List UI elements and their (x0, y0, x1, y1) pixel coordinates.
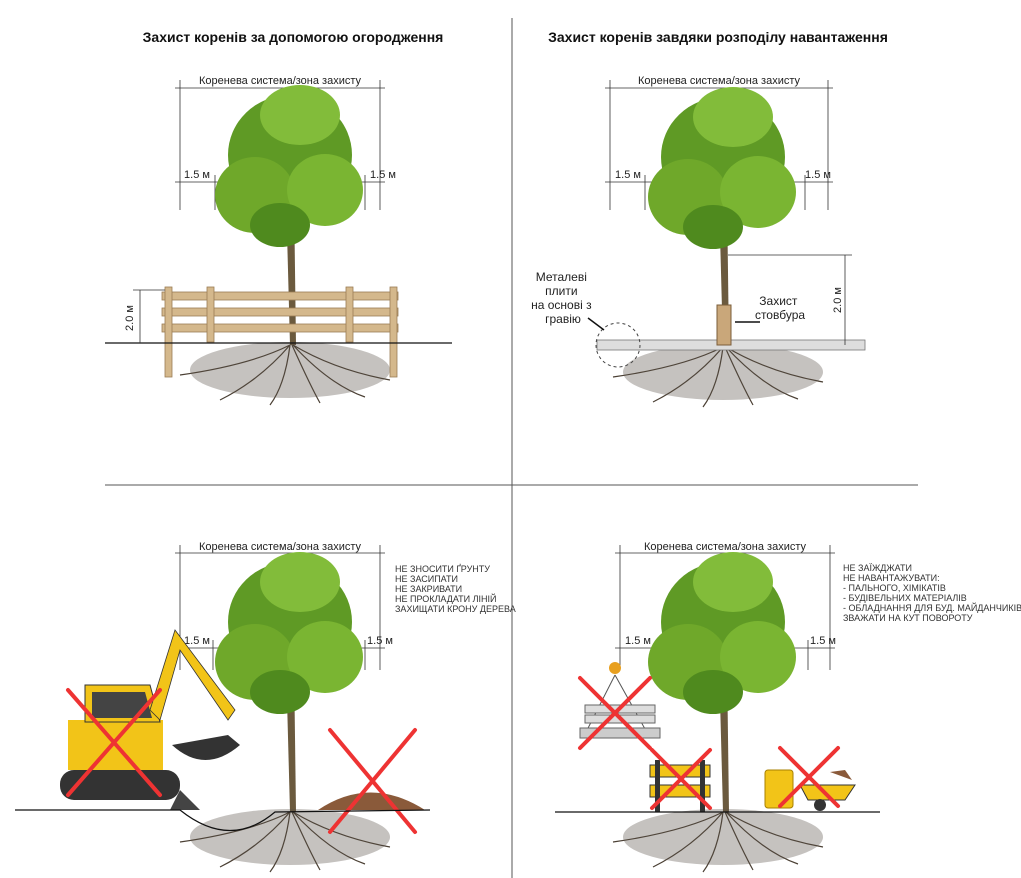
offset-left-label: 1.5 м (625, 635, 651, 647)
trunk-guard-label: Захист стовбура (755, 294, 805, 322)
detail-circle (595, 322, 641, 368)
root-zone-label: Коренева система/зона захисту (638, 75, 801, 87)
offset-right-label: 1.5 м (805, 169, 831, 181)
tree-illustration (179, 551, 391, 873)
panel-traffic-restrictions: Коренева система/зона захисту 1.5 м 1.5 … (555, 541, 1021, 873)
panel-load-distribution: Захист коренів завдяки розподілу наванта… (531, 29, 888, 408)
rules-list: НЕ ЗНОСИТИ ҐРУНТУ НЕ ЗАСИПАТИ НЕ ЗАКРИВА… (395, 563, 516, 614)
height-label: 2.0 м (832, 287, 844, 313)
soil-pile (318, 792, 425, 810)
offset-left-label: 1.5 м (184, 635, 210, 647)
prohibited-cross-icon (328, 728, 417, 834)
wooden-fence (161, 286, 399, 378)
ground-line (15, 809, 431, 832)
panel-fence-protection: Захист коренів за допомогою огородження … (105, 29, 452, 406)
tree-illustration (612, 86, 824, 408)
offset-right-label: 1.5 м (810, 635, 836, 647)
root-zone-label: Коренева система/зона захисту (199, 541, 362, 553)
tree-illustration (179, 84, 391, 406)
road-barrier-illustration (649, 760, 711, 812)
offset-left-label: 1.5 м (184, 169, 210, 181)
height-label: 2.0 м (124, 305, 136, 331)
prohibited-cross-icon (578, 676, 652, 750)
offset-right-label: 1.5 м (367, 635, 393, 647)
root-zone-label: Коренева система/зона захисту (199, 75, 362, 87)
prohibited-cross-icon (778, 746, 840, 808)
rules-list: НЕ ЗАЇЖДЖАТИ НЕ НАВАНТАЖУВАТИ: - ПАЛЬНОГ… (843, 563, 1021, 623)
trunk-guard (716, 304, 732, 346)
crane-load-illustration (579, 662, 661, 739)
prohibited-cross-icon (650, 748, 712, 810)
offset-right-label: 1.5 м (370, 169, 396, 181)
panel-excavation-restrictions: Коренева система/зона захисту 1.5 м 1.5 … (15, 541, 516, 873)
arrow-icon (587, 317, 605, 331)
prohibited-cross-icon (66, 688, 162, 797)
panel-title: Захист коренів завдяки розподілу наванта… (548, 29, 888, 45)
panel-title: Захист коренів за допомогою огородження (143, 29, 444, 45)
root-zone-label: Коренева система/зона захисту (644, 541, 807, 553)
metal-plates-label: Металеві плити на основі з гравію (531, 270, 595, 326)
offset-left-label: 1.5 м (615, 169, 641, 181)
